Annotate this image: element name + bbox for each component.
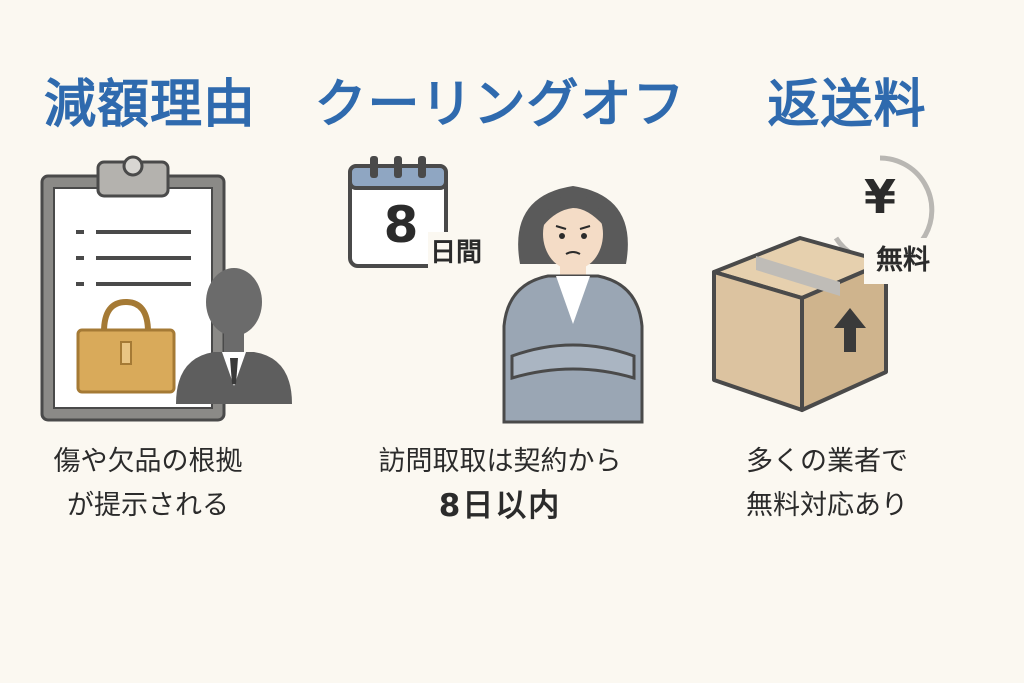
free-badge: 無料 (864, 238, 942, 284)
cardboard-box-icon (712, 236, 888, 412)
caption-line: 傷や欠品の根拠 (53, 446, 243, 477)
yen-symbol: ¥ (863, 170, 896, 224)
calendar-number: 8 (383, 196, 419, 254)
caption-line: 多くの業者で (746, 446, 908, 477)
businessman-icon (176, 268, 292, 404)
heading-return-fee: 返送料 (767, 75, 927, 135)
up-arrow-icon (834, 308, 866, 352)
handbag-icon (76, 298, 176, 394)
reduction-illustration (40, 155, 292, 422)
heading-cooling-off: クーリングオフ (314, 75, 686, 135)
heading-reduction-reason: 減額理由 (43, 75, 256, 135)
section-reduction-reason: 減額理由 傷や欠品の根拠 が提示される (0, 0, 300, 683)
caption-line: 訪問取取は契約から (378, 446, 622, 477)
caption-reduction: 傷や欠品の根拠 が提示される (36, 440, 260, 528)
calendar-label: 日間 (428, 232, 485, 269)
caption-cooling-off: 訪問取取は契約から 8日以内 (310, 440, 690, 528)
worried-woman-icon (502, 186, 644, 424)
section-return-fee: 返送料 ¥ 無料 多くの業者で 無料対応あり (700, 0, 1024, 683)
caption-return-fee: 多くの業者で 無料対応あり (690, 440, 964, 528)
caption-emphasis: 8日以内 (438, 488, 562, 524)
caption-line: が提示される (67, 490, 229, 521)
calendar-icon (348, 156, 448, 268)
caption-line: 無料対応あり (746, 490, 908, 521)
section-cooling-off: クーリングオフ 8 日間 訪問取取は契約から 8日以内 (310, 0, 690, 683)
